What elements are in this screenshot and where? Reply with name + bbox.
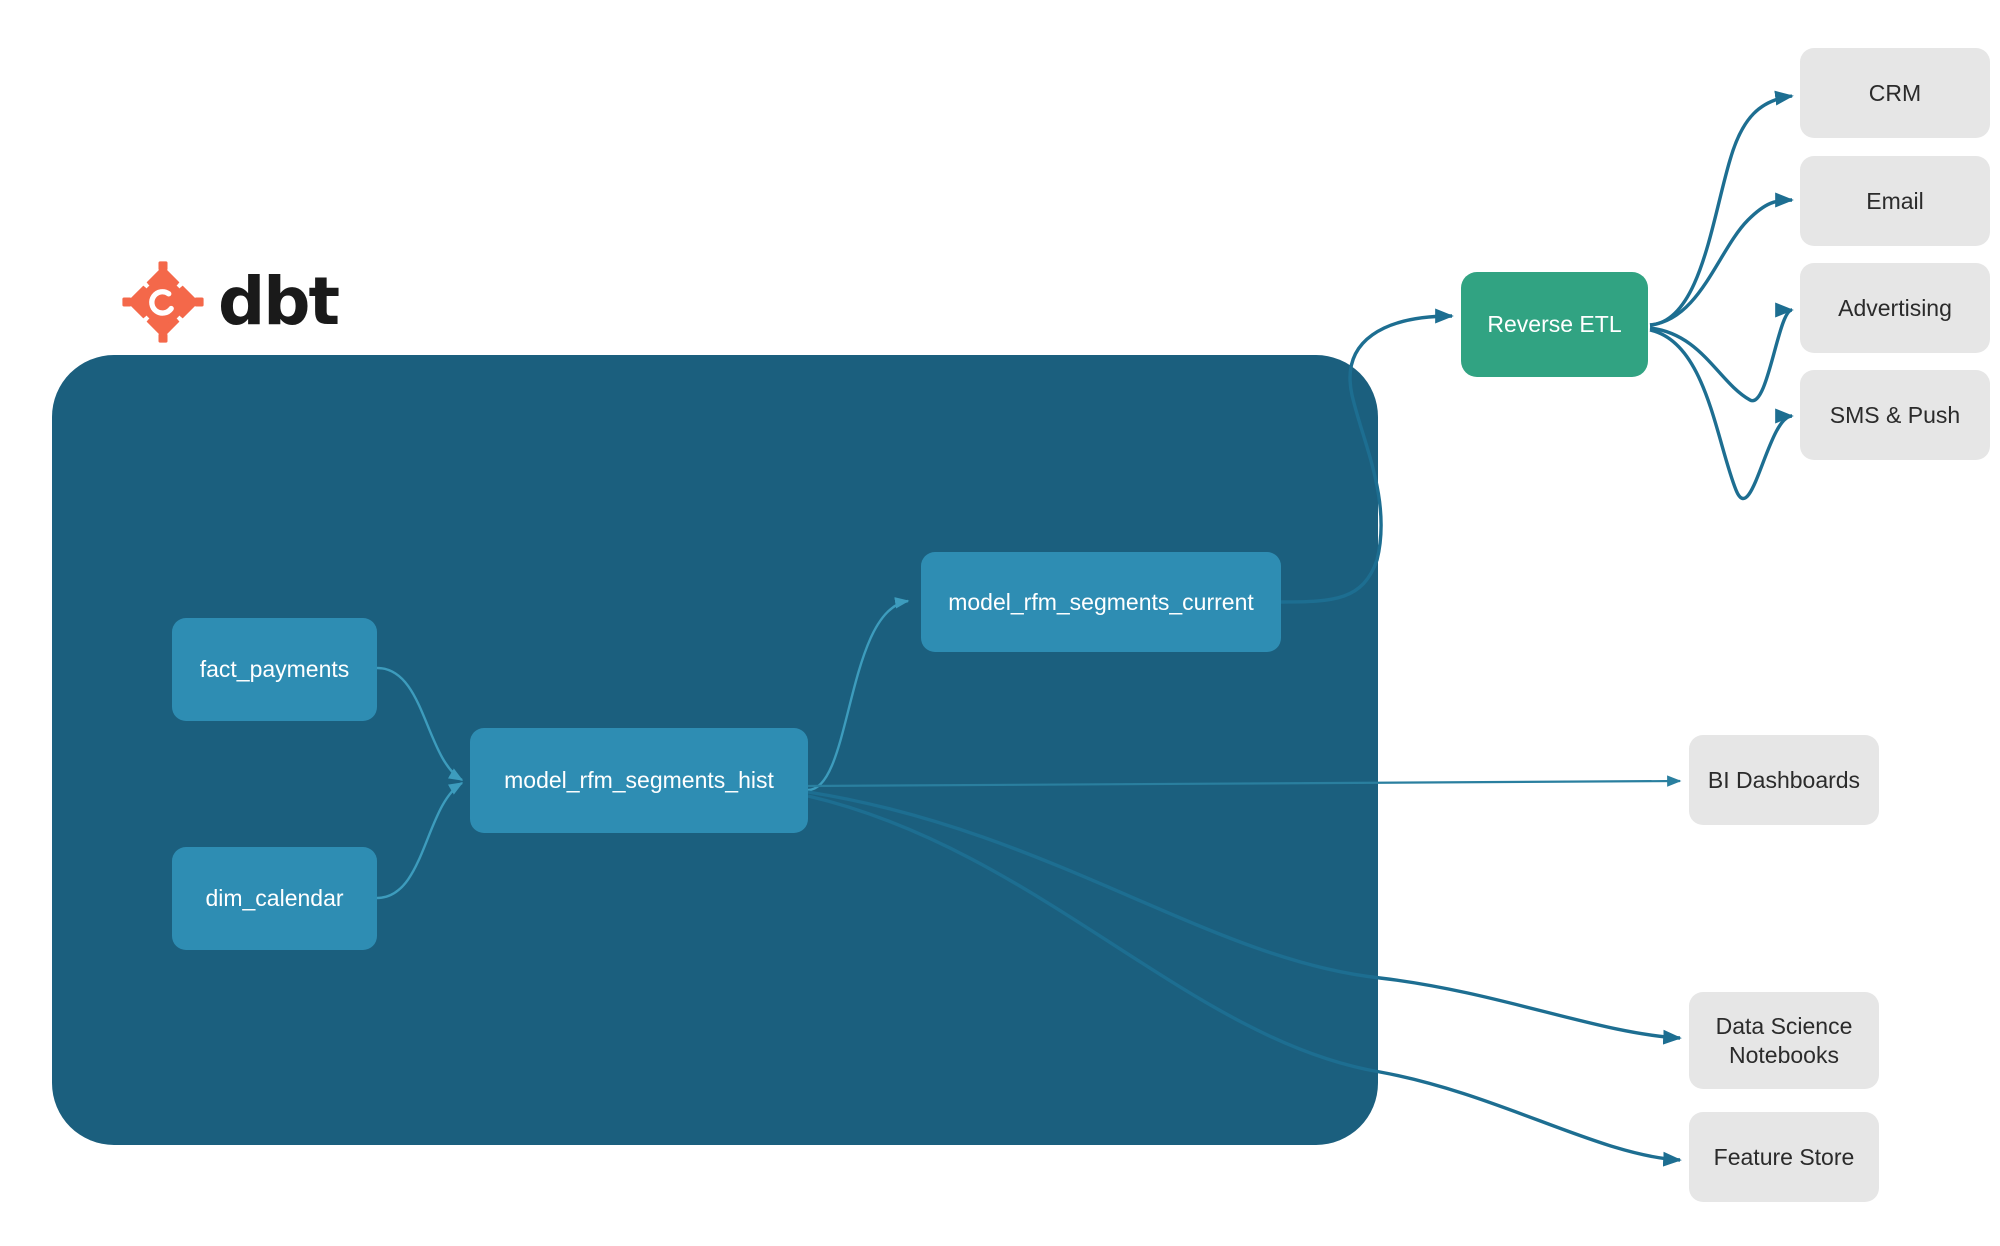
consumer-node-bi-dashboards[interactable]: BI Dashboards	[1689, 735, 1879, 825]
model-node-label: fact_payments	[199, 656, 350, 683]
model-node-rfm-segments-current[interactable]: model_rfm_segments_current	[921, 552, 1281, 652]
consumer-node-feature-store[interactable]: Feature Store	[1689, 1112, 1879, 1202]
model-node-label: model_rfm_segments_current	[948, 588, 1254, 615]
destination-node-label: CRM	[1868, 79, 1922, 106]
destination-node-email[interactable]: Email	[1800, 156, 1990, 246]
dbt-logo: dbt	[122, 258, 340, 346]
model-node-dim-calendar[interactable]: dim_calendar	[172, 847, 377, 950]
consumer-node-label: Data Science Notebooks	[1715, 1012, 1853, 1068]
edge-reverse-etl-to-advertising	[1649, 302, 1794, 403]
edge-reverse-etl-to-email	[1649, 192, 1794, 327]
dbt-logo-icon	[122, 261, 204, 343]
consumer-node-label: Feature Store	[1713, 1143, 1855, 1170]
model-node-label: model_rfm_segments_hist	[504, 767, 774, 794]
destination-node-label: SMS & Push	[1829, 401, 1961, 428]
edge-reverse-etl-to-crm	[1649, 90, 1794, 327]
model-node-fact-payments[interactable]: fact_payments	[172, 618, 377, 721]
destination-node-crm[interactable]: CRM	[1800, 48, 1990, 138]
destination-node-label: Advertising	[1838, 294, 1952, 321]
dbt-wordmark: dbt	[218, 263, 340, 340]
edge-reverse-etl-to-sms-push	[1649, 328, 1794, 501]
model-node-label: dim_calendar	[205, 885, 344, 912]
destination-node-label: Email	[1866, 187, 1924, 214]
destination-node-sms-push[interactable]: SMS & Push	[1800, 370, 1990, 460]
consumer-node-label: BI Dashboards	[1707, 766, 1861, 793]
model-node-rfm-segments-hist[interactable]: model_rfm_segments_hist	[470, 728, 808, 833]
destination-node-advertising[interactable]: Advertising	[1800, 263, 1990, 353]
consumer-node-data-science-notebooks[interactable]: Data Science Notebooks	[1689, 992, 1879, 1089]
reverse-etl-node[interactable]: Reverse ETL	[1461, 272, 1648, 377]
reverse-etl-label: Reverse ETL	[1487, 311, 1622, 338]
